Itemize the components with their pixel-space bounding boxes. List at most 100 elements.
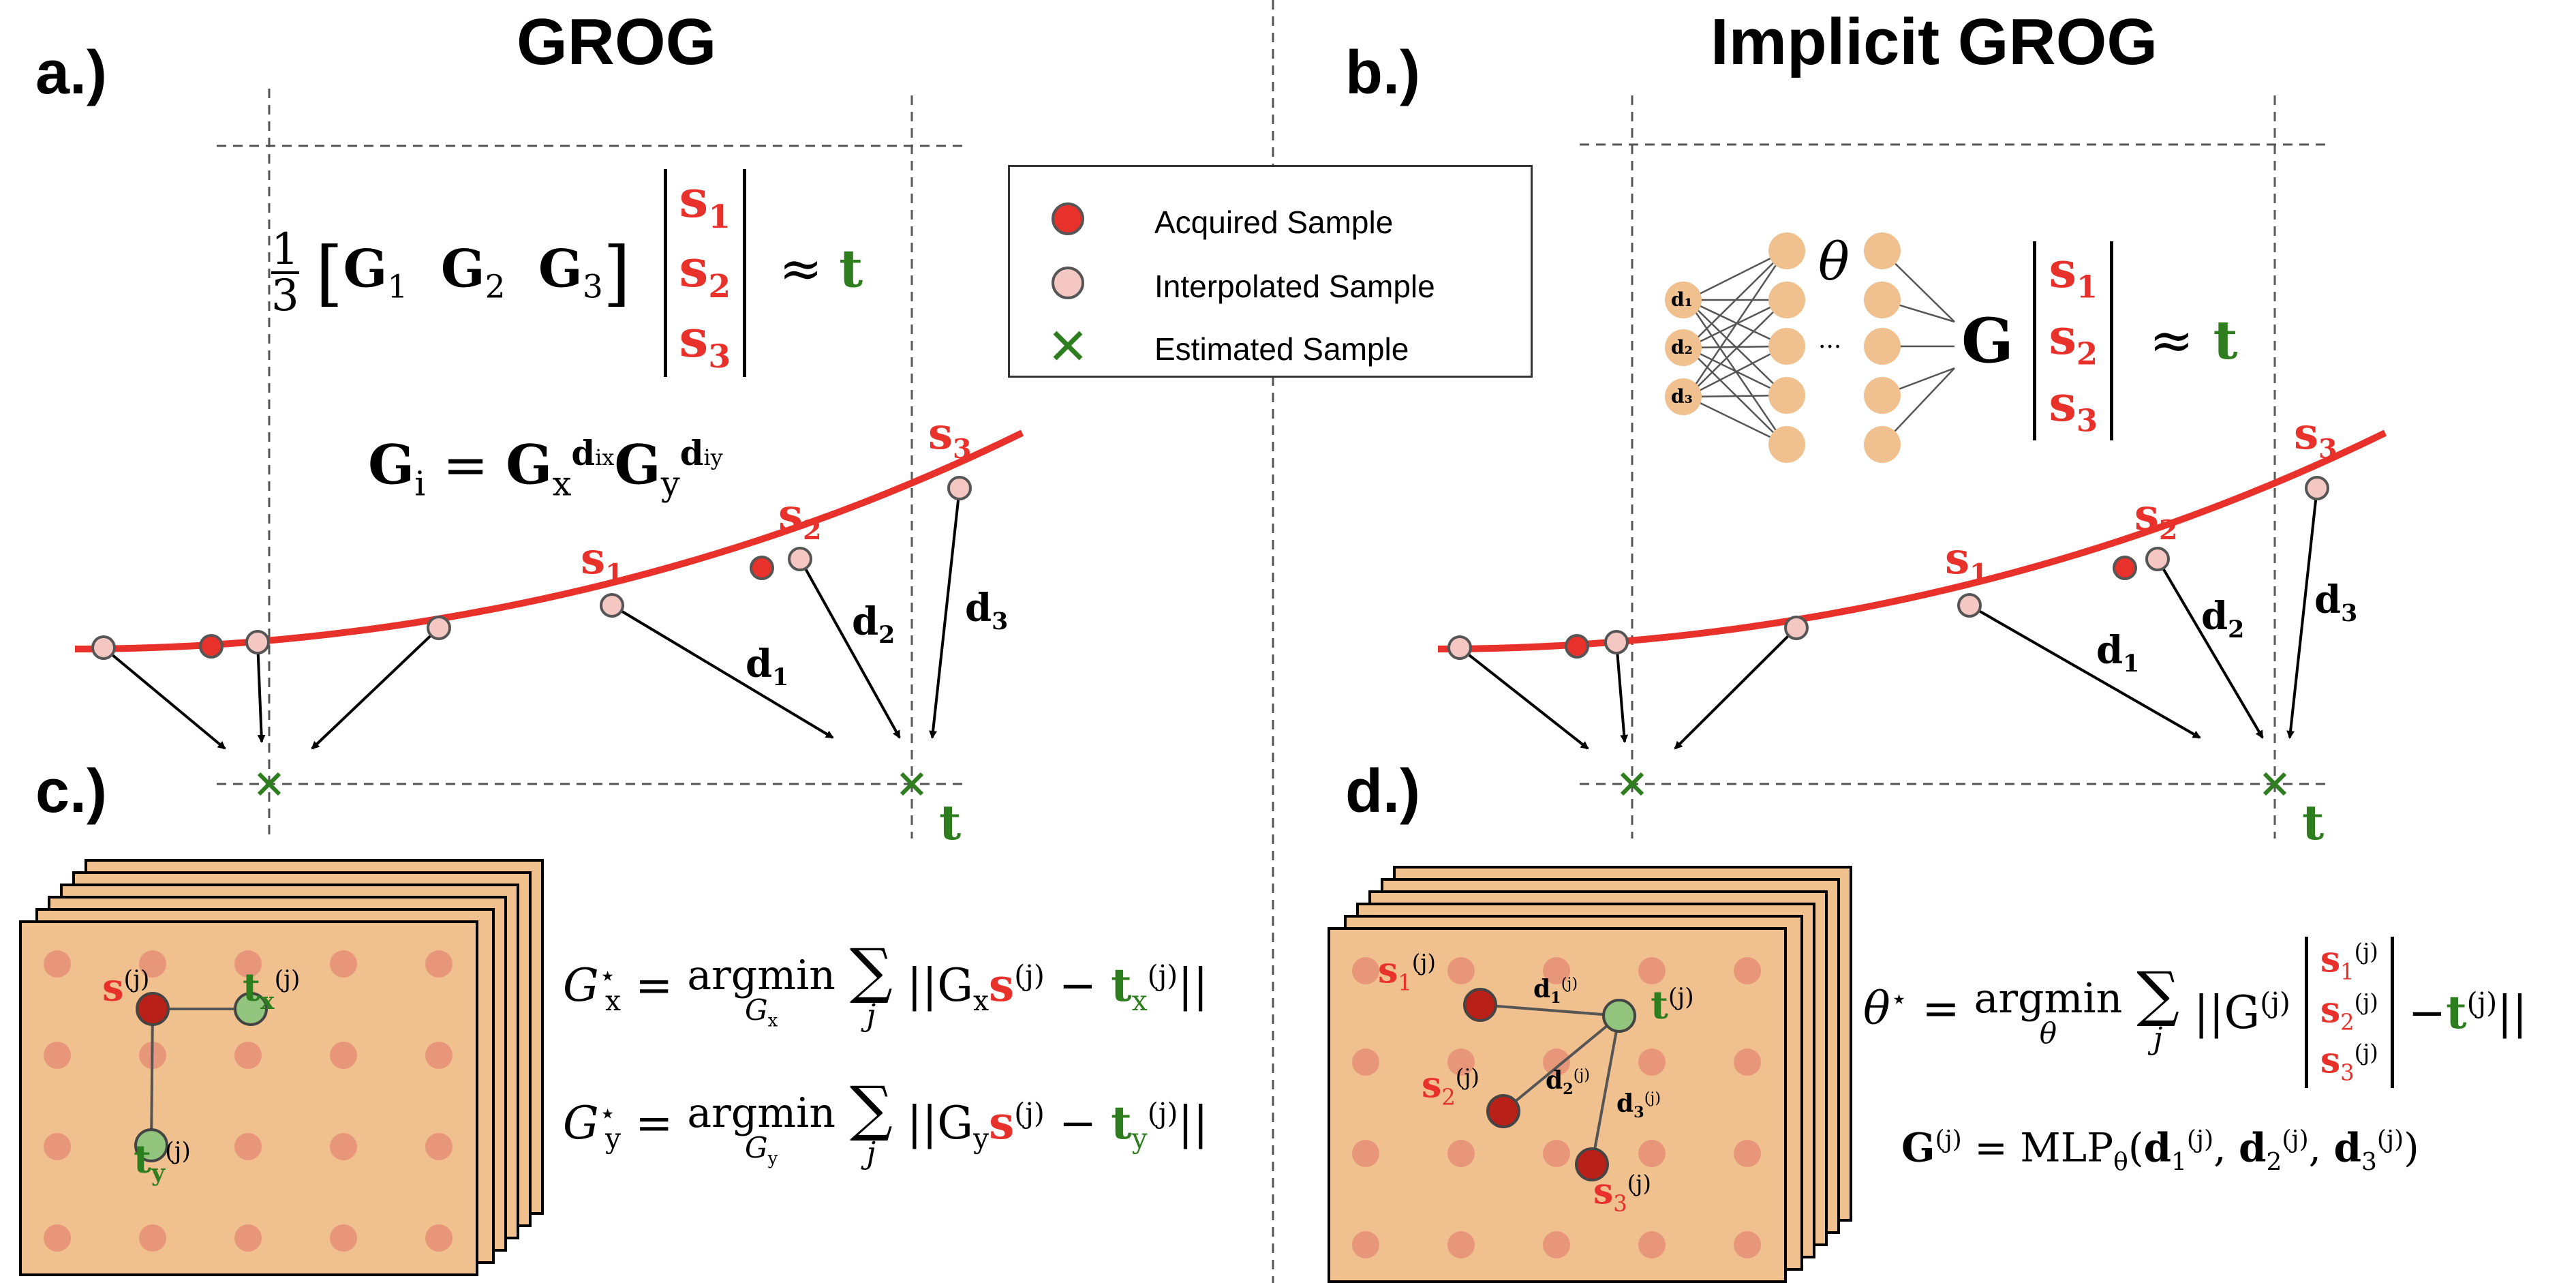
grid-dot: [234, 1224, 262, 1252]
a-G2: G: [440, 238, 485, 299]
a-interpolated-sample-s3: [947, 476, 972, 500]
c-target-x: [234, 992, 268, 1026]
a-gy-sub: y: [660, 464, 680, 504]
a-G1: G: [343, 238, 388, 299]
a-interpolated-sample: [91, 635, 116, 660]
a-estimated-sample-1: [257, 772, 281, 796]
c-eq2-t: t: [1111, 1096, 1132, 1149]
b-label-s3: s3: [2294, 412, 2337, 463]
a-G2-sub: 2: [485, 268, 506, 306]
b-interpolated-sample-s3: [2305, 476, 2329, 500]
grid-dot: [234, 950, 262, 978]
grid-dot: [1352, 1048, 1379, 1076]
d-grid-d2: d: [1546, 1066, 1563, 1095]
a-vec-s2: s: [679, 238, 709, 299]
d-eq-body: ||G: [2194, 986, 2260, 1039]
grid-dot: [139, 1224, 166, 1252]
b-label-t: t: [2302, 794, 2325, 851]
c-eq1-star: ⋆: [598, 959, 617, 992]
c-grid-ty: t: [134, 1136, 151, 1182]
mlp-hidden-node: [1768, 377, 1805, 414]
a-frac-num: 1: [271, 224, 299, 275]
mlp-hidden-node: [1864, 328, 1901, 365]
legend-item-estimated: Estimated Sample: [1010, 318, 1531, 373]
b-d1-sub: 1: [2123, 650, 2140, 678]
c-link-v: [150, 1008, 154, 1146]
grid-dot: [1447, 1231, 1475, 1258]
d-mlp-close: ): [2404, 1124, 2419, 1171]
b-arrow-2: [1615, 642, 1629, 743]
mlp-label-d3: d₃: [1671, 385, 1693, 408]
grid-dot: [234, 1133, 262, 1160]
panel-label-d: d.): [1345, 757, 1420, 826]
c-eq2-body: ||G: [906, 1097, 973, 1149]
grid-dot: [139, 950, 166, 978]
c-eq1-t: t: [1111, 959, 1132, 1012]
b-s3-text: s: [2294, 408, 2319, 459]
d-grid-s3-sup: (j): [1627, 1171, 1651, 1196]
b-arrow-1: [1458, 646, 1589, 750]
d-mlp-open: (: [2128, 1124, 2144, 1171]
d-grid-d3-sub: 3: [1634, 1104, 1644, 1122]
d-vec-s3-sub: 3: [2340, 1059, 2355, 1086]
d-eq-j: j: [2153, 1021, 2163, 1056]
a-s3-text: s: [928, 408, 953, 459]
b-G: G: [1961, 305, 2014, 378]
a-gi-eq: =: [442, 433, 489, 497]
a-gy: G: [614, 432, 661, 497]
d-target-t: [1602, 999, 1636, 1033]
c-eq2-minus: −: [1058, 1097, 1097, 1149]
mlp-theta: θ: [1818, 231, 1850, 292]
legend-estimated-label: Estimated Sample: [1154, 331, 1409, 367]
a-interpolated-sample: [427, 616, 451, 640]
a-interpolated-sample-s1: [600, 593, 624, 618]
b-label-d1: d1: [2096, 631, 2139, 676]
d-eq-t-sup: (j): [2466, 986, 2498, 1019]
d-eq-theta: θ: [1863, 982, 1890, 1035]
a-gy-sup: d: [679, 433, 704, 473]
c-eq2-sum: ∑: [849, 1073, 893, 1143]
estimated-marker-icon: [1051, 329, 1085, 363]
d-mlp-d3-sub: 3: [2361, 1147, 2377, 1176]
c-eq1-body: ||G: [906, 959, 973, 1012]
mlp-hidden-node: [1768, 282, 1805, 318]
d-eq-minus: −: [2408, 986, 2447, 1039]
d-grid-d3: d: [1616, 1089, 1634, 1118]
c-grid-stack: [19, 859, 544, 1276]
mlp-input-node-d2: [1665, 329, 1702, 366]
c-eq1-j: j: [866, 998, 876, 1033]
d-mlp-d2-sub: 2: [2266, 1147, 2282, 1176]
d-mlp-d3-sup: (j): [2376, 1126, 2404, 1153]
c-grid-label-s: s(j): [102, 968, 149, 1007]
a-s1-text: s: [581, 533, 606, 584]
mlp-input-node-d3: [1665, 378, 1702, 415]
a-d1-text: d: [746, 642, 773, 686]
c-eq1-minus: −: [1058, 959, 1097, 1012]
b-vec-s2-sub: 2: [2076, 335, 2098, 372]
b-s3-sub: 3: [2318, 433, 2337, 465]
grid-dot: [330, 1133, 357, 1160]
a-approx: ≈: [779, 238, 823, 299]
c-eq1-argsub-x: x: [767, 1010, 778, 1031]
grid-dot: [330, 1224, 357, 1252]
d-grid-s3-sub: 3: [1613, 1190, 1627, 1217]
grid-dot: [1352, 1231, 1379, 1258]
d-grid-s1: s: [1378, 950, 1398, 992]
c-grid-s: s: [102, 965, 124, 1010]
a-G1-sub: 1: [387, 268, 408, 306]
c-grid-tx: t: [243, 965, 260, 1010]
a-label-d2: d2: [852, 603, 895, 648]
d-link-2: [1502, 1014, 1621, 1113]
panel-label-b: b.): [1345, 39, 1420, 107]
b-d1-text: d: [2096, 628, 2123, 673]
b-trajectory-curve: [1437, 429, 2387, 652]
d-eq-t: t: [2446, 985, 2467, 1039]
b-label-s1: s1: [1945, 537, 1989, 588]
d-grid-s2-sup: (j): [1455, 1064, 1479, 1090]
c-eq2-equals: =: [635, 1097, 673, 1149]
a-gy-sup-sub: iy: [703, 444, 723, 470]
a-s1-sub: 1: [605, 558, 624, 590]
b-approx: ≈: [2149, 310, 2194, 372]
